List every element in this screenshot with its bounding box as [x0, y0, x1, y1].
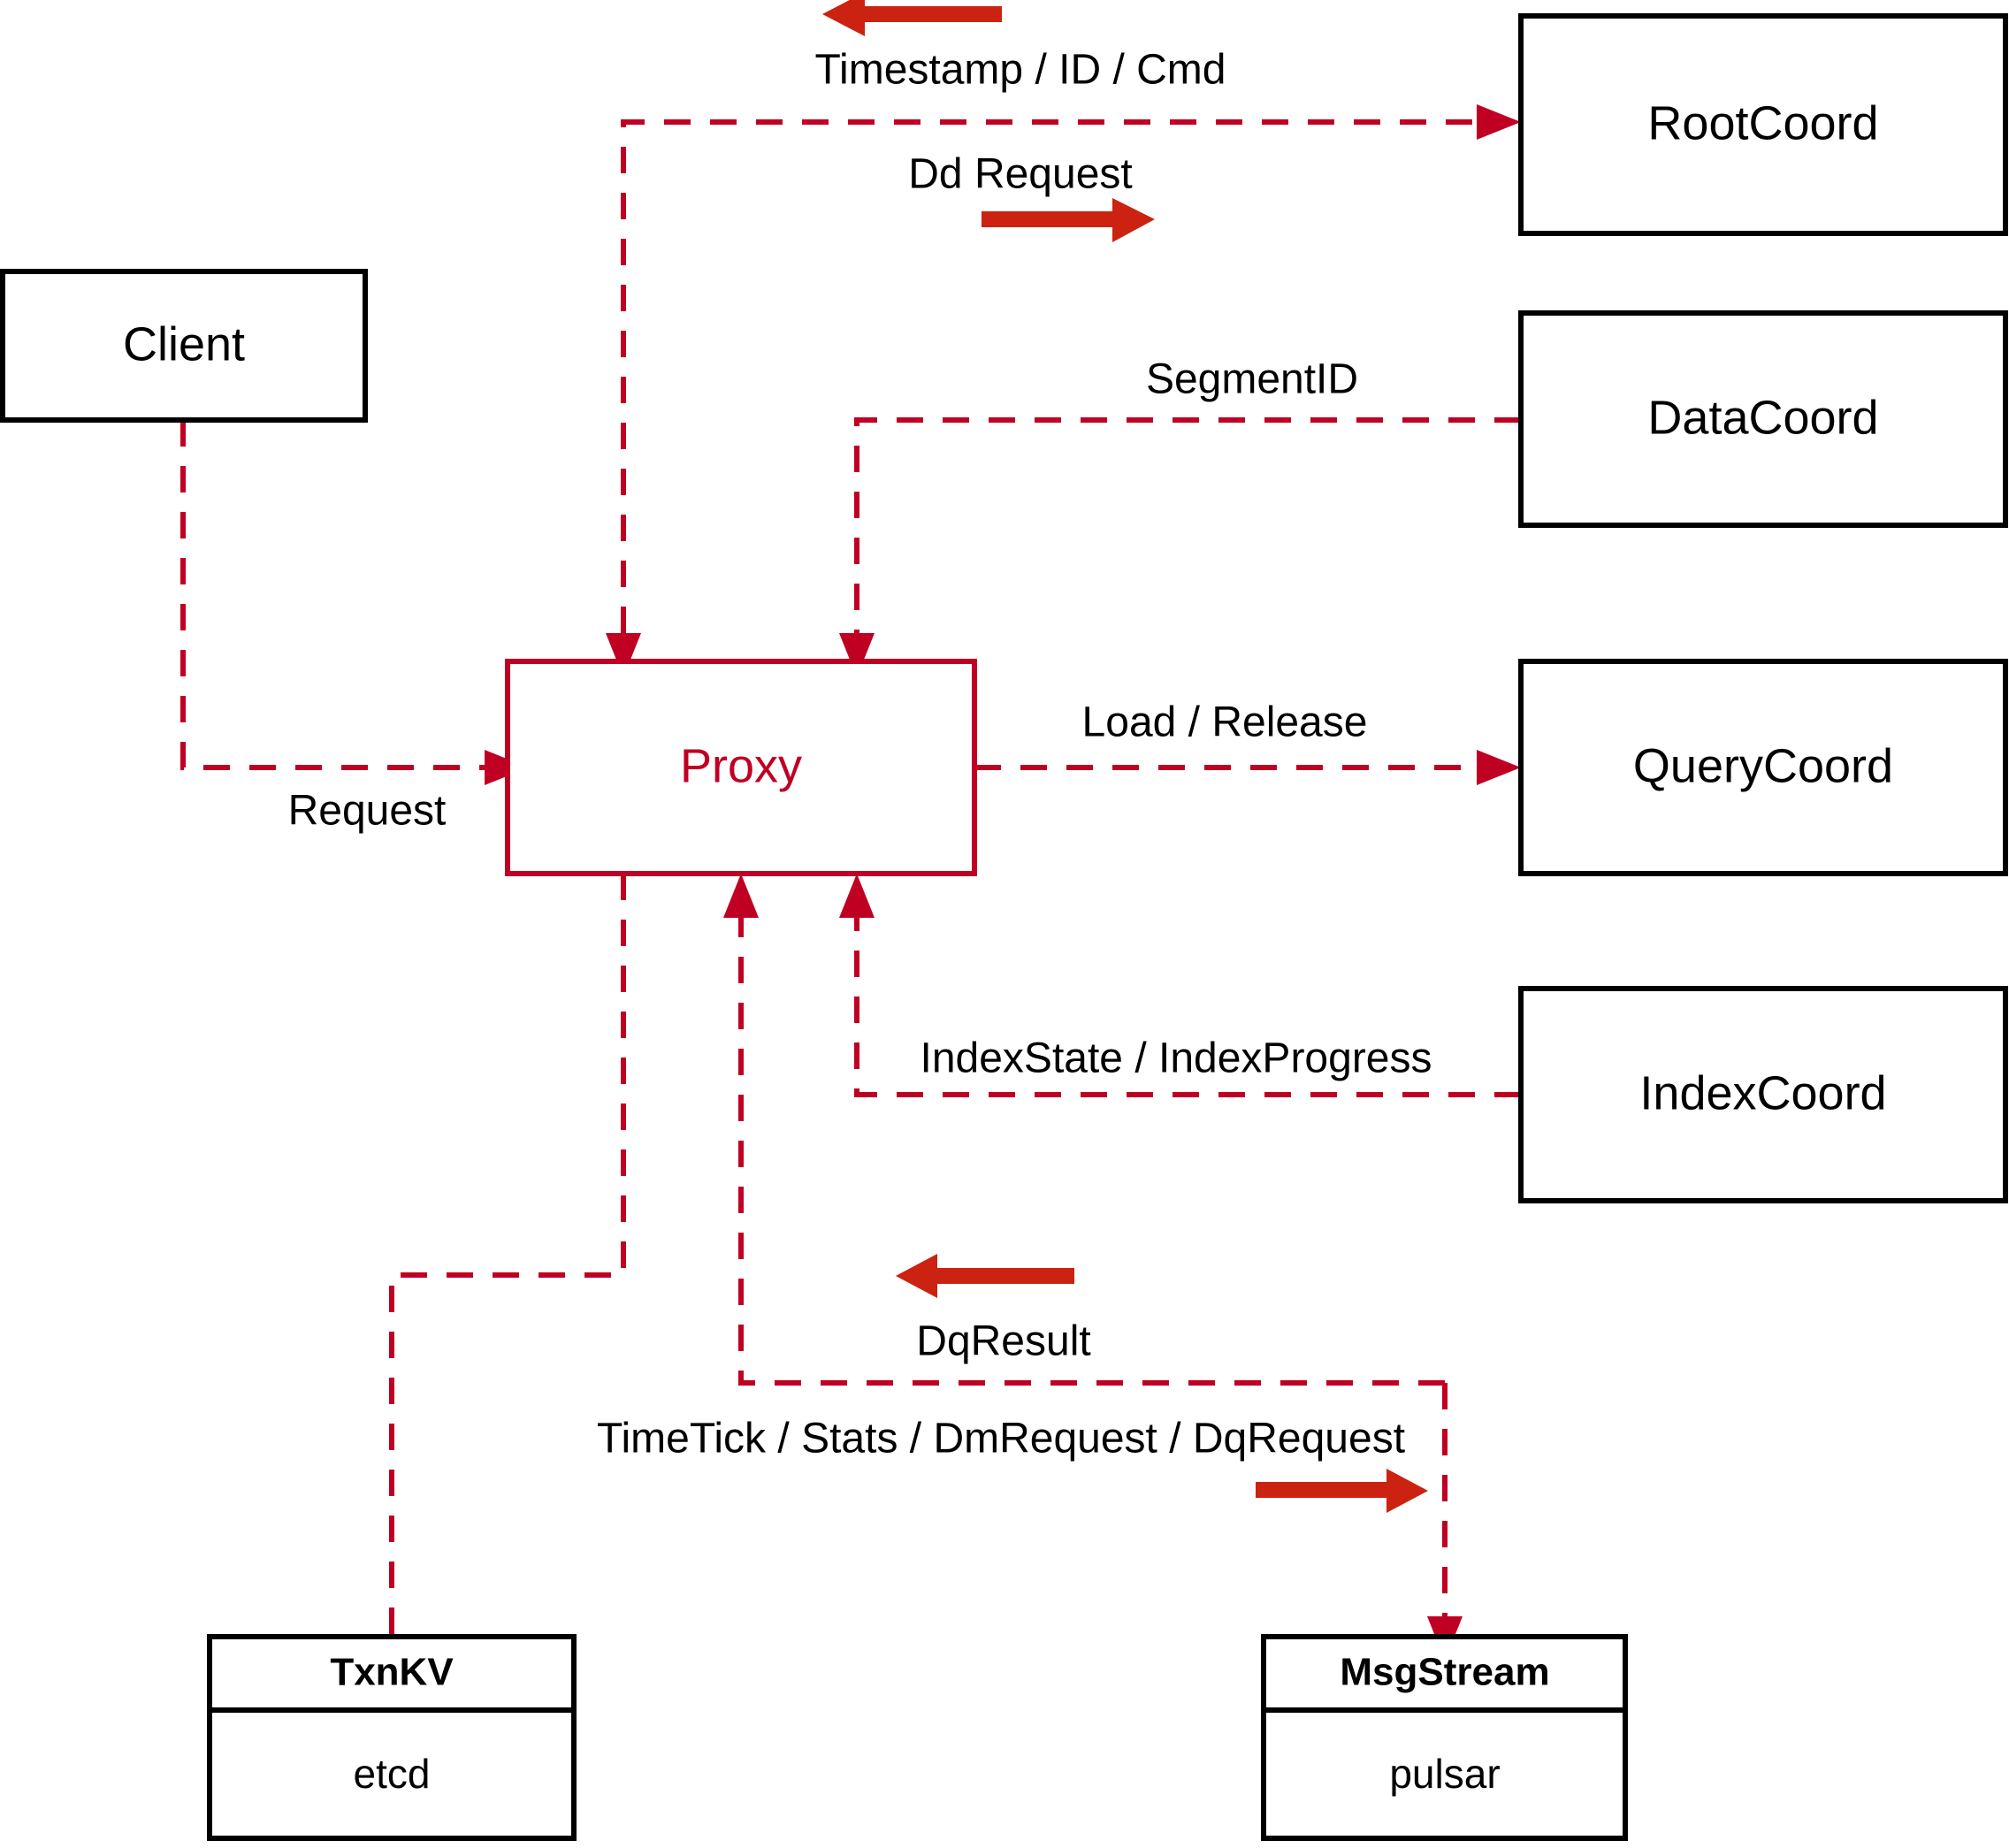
node-txnkv-subtitle: etcd [354, 1751, 431, 1797]
arrowhead-proxy-bottom-middle [723, 874, 759, 918]
node-indexcoord[interactable]: IndexCoord [1518, 986, 2008, 1203]
node-proxy-label: Proxy [680, 739, 802, 792]
node-querycoord-label: QueryCoord [1633, 739, 1893, 792]
edge-proxy-querycoord [974, 750, 1521, 785]
node-msgstream-title: MsgStream [1340, 1651, 1549, 1694]
node-msgstream[interactable]: MsgStream pulsar [1261, 1634, 1628, 1841]
edge-label-segmentid: SegmentID [1146, 356, 1358, 403]
node-datacoord[interactable]: DataCoord [1518, 310, 2008, 528]
edge-indexcoord-proxy [839, 874, 1521, 1097]
node-msgstream-subtitle: pulsar [1389, 1751, 1500, 1797]
edge-proxy-txnkv [389, 874, 626, 1637]
edge-client-proxy [180, 420, 529, 785]
edge-label-timetick-stats-dmrequest-dqrequest: TimeTick / Stats / DmRequest / DqRequest [597, 1416, 1405, 1462]
edge-datacoord-proxy [839, 417, 1521, 677]
node-rootcoord[interactable]: RootCoord [1518, 13, 2008, 236]
arrowhead-proxy-top-left [606, 633, 641, 677]
node-txnkv-title: TxnKV [330, 1651, 454, 1694]
big-arrow-timestamp-left [822, 0, 1002, 36]
edge-label-dqresult: DqResult [916, 1318, 1090, 1365]
edge-label-request: Request [288, 788, 447, 835]
edge-label-timestamp-id-cmd: Timestamp / ID / Cmd [815, 47, 1226, 94]
node-querycoord[interactable]: QueryCoord [1518, 659, 2008, 876]
edge-label-load-release: Load / Release [1082, 699, 1368, 746]
edge-label-indexstate-indexprogress: IndexState / IndexProgress [920, 1035, 1432, 1082]
edge-proxy-msgstream [1427, 1383, 1463, 1661]
edge-proxy-rootcoord [606, 104, 1521, 677]
big-arrow-dd-request-right [982, 198, 1155, 242]
node-rootcoord-label: RootCoord [1647, 96, 1878, 149]
node-txnkv[interactable]: TxnKV etcd [207, 1634, 577, 1841]
node-client[interactable]: Client [0, 269, 368, 423]
big-arrow-dqresult-left [896, 1254, 1074, 1298]
arrowhead-proxy-bottom-right [839, 874, 875, 918]
node-client-label: Client [123, 317, 245, 370]
node-datacoord-label: DataCoord [1647, 391, 1878, 444]
node-indexcoord-label: IndexCoord [1639, 1066, 1886, 1119]
arrowhead-querycoord [1477, 750, 1521, 785]
node-proxy[interactable]: Proxy [505, 659, 977, 876]
big-arrow-timetick-right [1256, 1469, 1428, 1513]
edge-msgstream-proxy [723, 874, 1445, 1386]
arrowhead-rootcoord [1477, 104, 1521, 140]
arrowhead-proxy-top-right [839, 633, 875, 677]
edge-label-dd-request: Dd Request [908, 151, 1132, 198]
